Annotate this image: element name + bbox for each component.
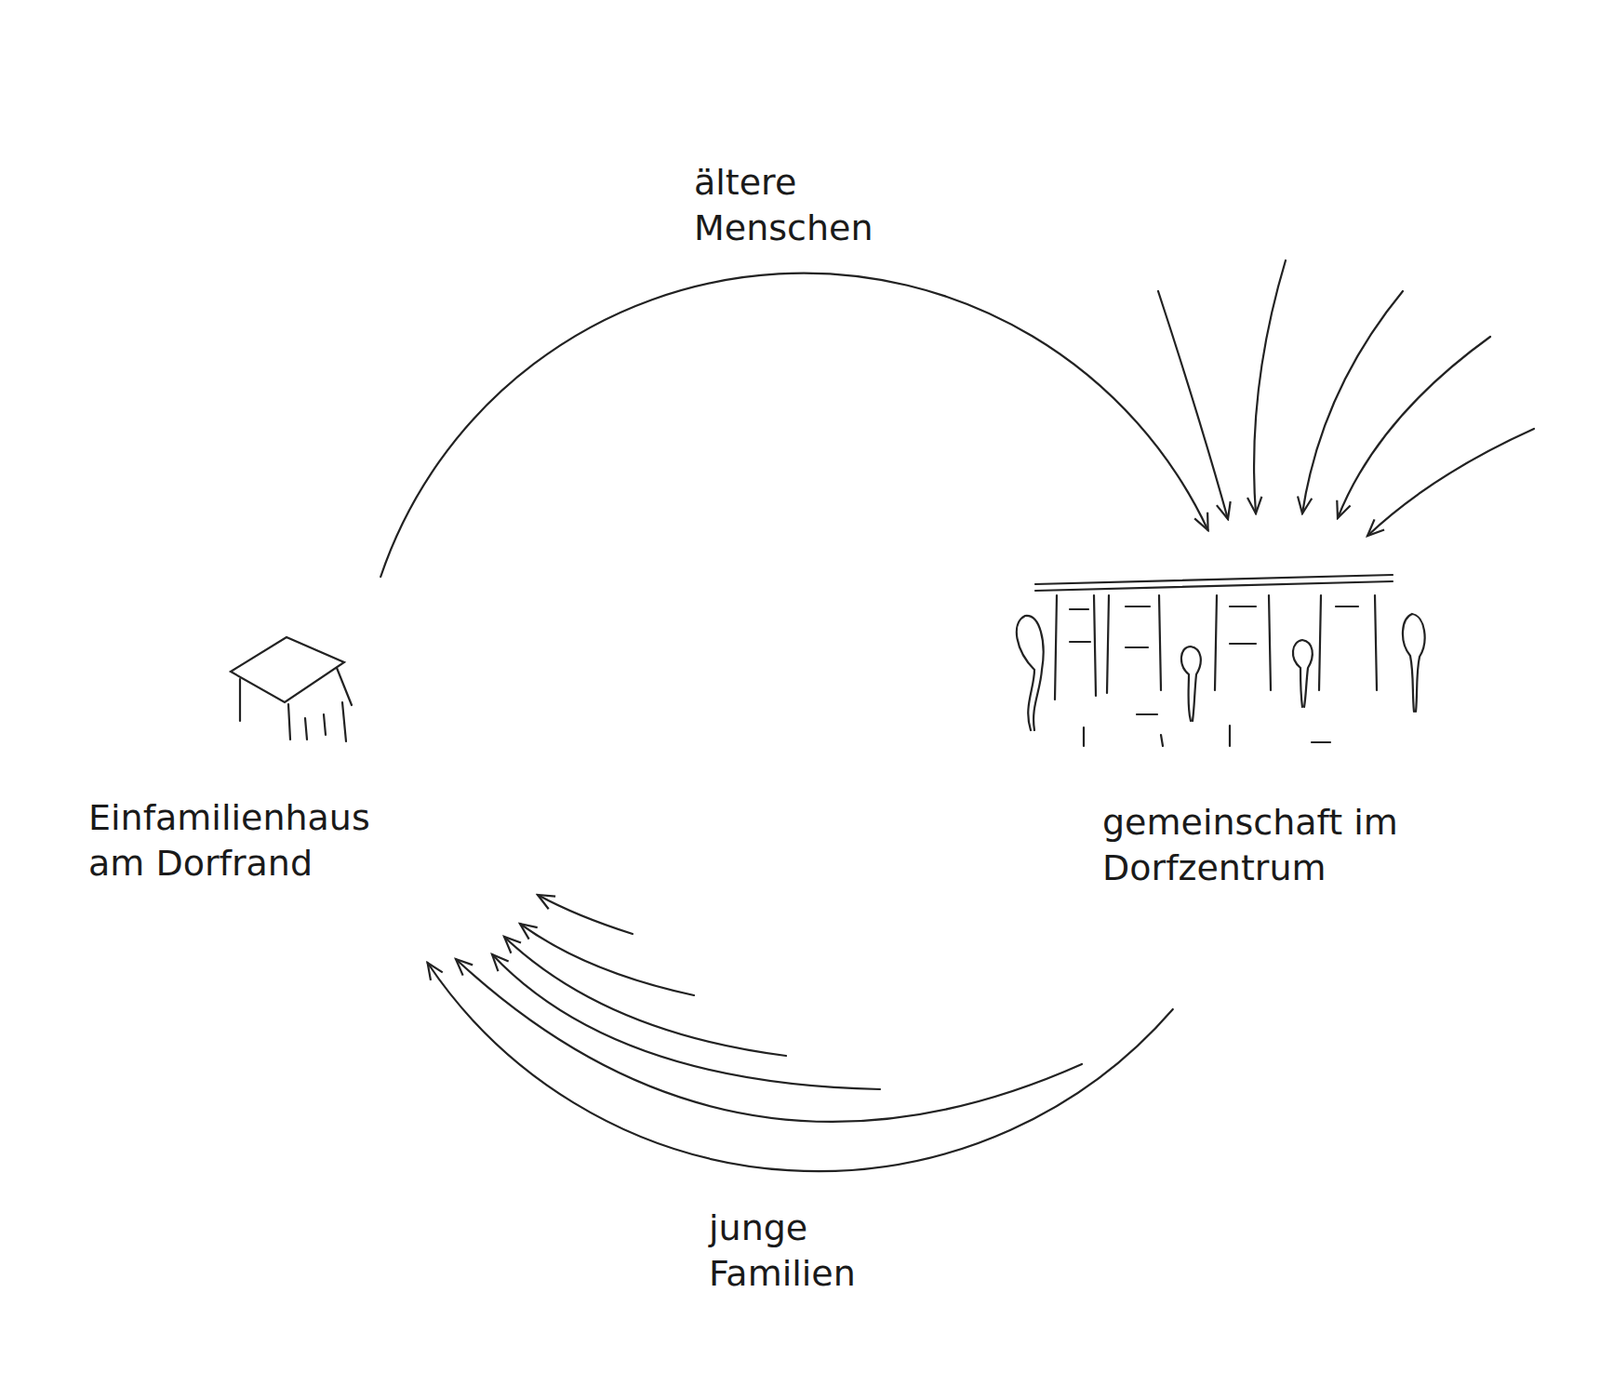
flow-arc (380, 273, 1208, 577)
node-label: Einfamilienhaus am Dorfrand (88, 795, 424, 888)
building-block (1035, 574, 1393, 747)
tree-icons (1016, 613, 1426, 731)
flow-node: Einfamilienhaus am Dorfrand (83, 576, 475, 963)
edge-label: ältere Menschen (690, 160, 949, 253)
flow-node: gemeinschaft im Dorfzentrum (1079, 530, 1470, 1010)
house-icon (230, 637, 352, 742)
flow-arc (427, 962, 1174, 1172)
node-label: gemeinschaft im Dorfzentrum (1102, 800, 1456, 893)
edge-label: junge Familien (705, 1205, 946, 1298)
incoming-arrows (1158, 260, 1534, 536)
